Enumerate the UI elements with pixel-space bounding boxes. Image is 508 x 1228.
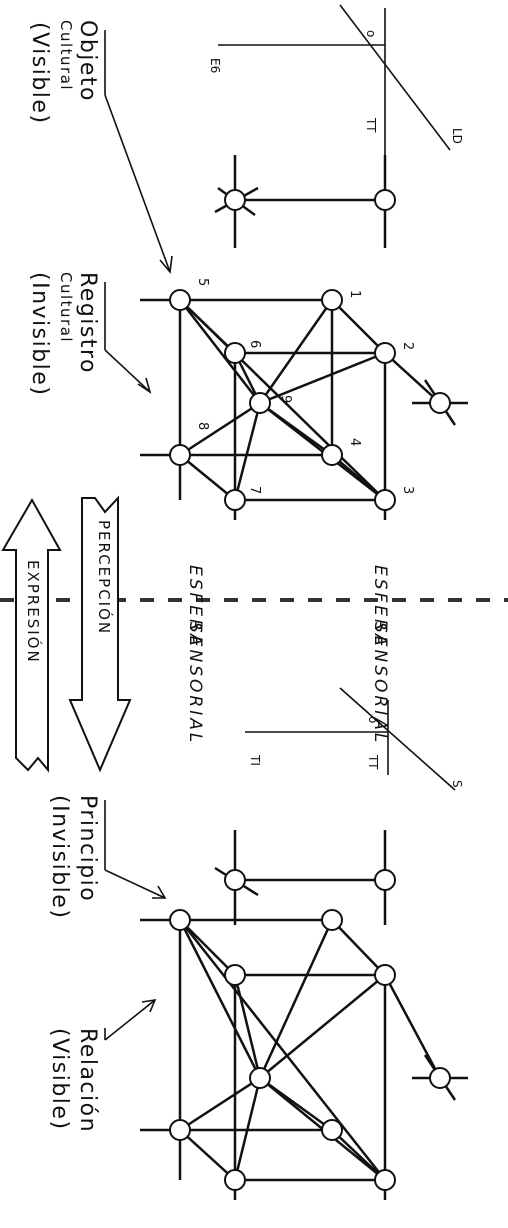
label-principio-invisible: (Invisible) <box>47 795 72 920</box>
sensorial-label-2: SENSORIAL <box>370 622 390 746</box>
label-registro-line2: Cultural <box>57 272 75 344</box>
cube-bottom <box>140 830 468 1200</box>
label-relacion-line1: Relación <box>75 1028 100 1134</box>
label-registro-cultural: Cultural <box>57 272 76 343</box>
expresion-label: EXPRESIÓN <box>24 560 42 664</box>
label-objeto-visible: (Visible) <box>27 22 52 125</box>
node-number-5: 5 <box>195 278 210 287</box>
pointer-arrows <box>104 30 173 1041</box>
label-registro-invisible: (Invisible) <box>27 272 52 397</box>
axis-line-top-3 <box>339 4 451 151</box>
axis-label-tt-top: TT <box>364 118 378 133</box>
node-number-1: 1 <box>347 290 362 299</box>
node-number-7: 7 <box>247 486 262 495</box>
axis-label-s: S <box>450 780 464 788</box>
label-principio-line2: (Invisible) <box>47 795 72 920</box>
expresion-arrow <box>1 497 62 773</box>
axis-label-ld: LD <box>450 128 464 144</box>
node-number-3: 3 <box>400 486 415 495</box>
nodes-bottom <box>169 869 451 1191</box>
percepcion-label: PERCEPCIÓN <box>95 520 113 636</box>
axis-line-bottom-3 <box>339 687 456 791</box>
cube-top <box>140 155 468 520</box>
node-number-6: 6 <box>247 340 262 349</box>
label-registro-line1: Registro <box>75 272 100 375</box>
label-objeto: Objeto <box>75 20 100 103</box>
label-relacion-line2: (Visible) <box>47 1028 72 1131</box>
label-relacion-visible: (Visible) <box>47 1028 72 1131</box>
axis-label-tt-bottom: TT <box>366 755 380 770</box>
label-relacion: Relación <box>75 1028 100 1134</box>
node-number-4: 4 <box>347 438 362 447</box>
axis-origin-bottom: o <box>366 716 380 724</box>
percepcion-arrow <box>68 495 132 773</box>
node-number-9: 9 <box>278 395 293 404</box>
label-registro-line3: (Invisible) <box>27 272 52 397</box>
label-objeto-line3: (Visible) <box>27 22 52 125</box>
label-objeto-cultural: Cultural <box>57 20 76 91</box>
label-objeto-line2: Cultural <box>57 20 75 92</box>
axis-label-ti: TI <box>248 755 262 766</box>
axis-origin-top: o <box>364 30 378 38</box>
sensorial-label-1: SENSORIAL <box>185 622 205 746</box>
label-objeto-line1: Objeto <box>75 20 100 103</box>
label-registro: Registro <box>75 272 100 375</box>
node-number-8: 8 <box>195 422 210 431</box>
label-principio-line1: Principio <box>75 795 100 903</box>
axis-label-e6: E6 <box>208 58 222 74</box>
label-principio: Principio <box>75 795 100 903</box>
node-number-2: 2 <box>400 342 415 351</box>
nodes-top <box>169 189 451 511</box>
